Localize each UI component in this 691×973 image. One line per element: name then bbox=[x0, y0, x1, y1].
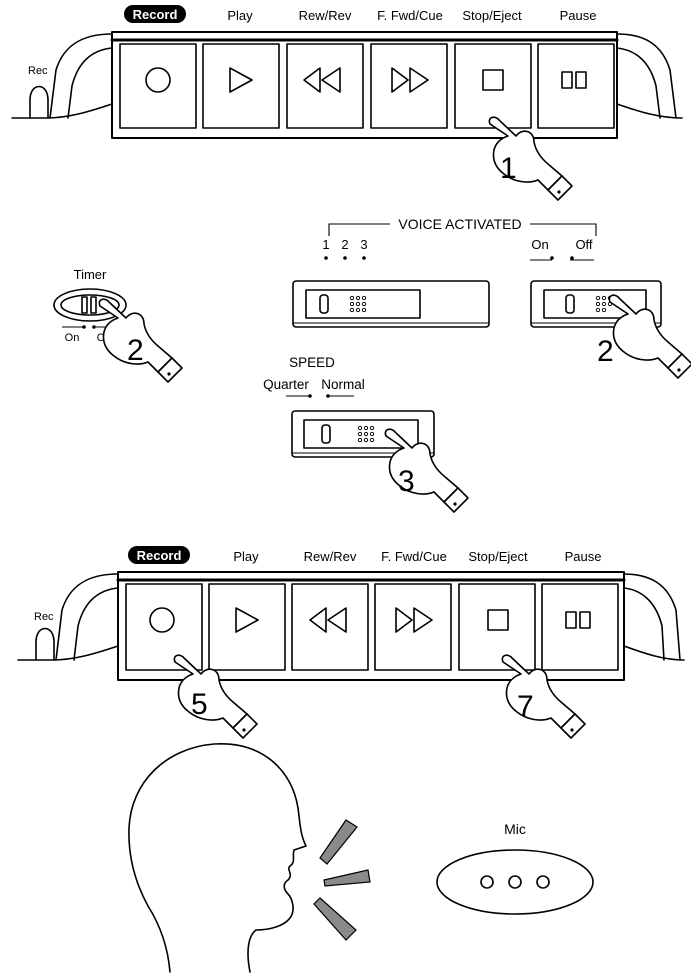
ffwd-cue-button[interactable] bbox=[374, 583, 452, 671]
stop-eject-label: Stop/Eject bbox=[468, 549, 528, 564]
step-3-number: 3 bbox=[398, 465, 415, 498]
voice-on-label: On bbox=[531, 237, 548, 252]
ffwd-cue-label: F. Fwd/Cue bbox=[377, 8, 443, 23]
pause-button[interactable] bbox=[541, 583, 619, 671]
speed-title: SPEED bbox=[289, 355, 335, 370]
stop-eject-button[interactable] bbox=[458, 583, 536, 671]
pause-icon bbox=[565, 611, 577, 629]
mic-section: Mic bbox=[436, 821, 594, 915]
ffwd-cue-button[interactable] bbox=[370, 43, 448, 129]
speed-normal-label: Normal bbox=[321, 377, 365, 392]
ffwd-cue-label: F. Fwd/Cue bbox=[381, 549, 447, 564]
voice-activated-section: VOICE ACTIVATED 1 2 3 On Off bbox=[292, 216, 691, 379]
play-label: Play bbox=[233, 549, 259, 564]
step-2-number-voice: 2 bbox=[597, 335, 614, 368]
stop-icon bbox=[482, 69, 504, 91]
step-5-number: 5 bbox=[191, 688, 208, 721]
speaking-head-illustration bbox=[128, 743, 371, 973]
head-profile-icon bbox=[128, 743, 307, 973]
speed-section: SPEED Quarter Normal 3 bbox=[263, 355, 469, 513]
hand-pointer-icon bbox=[173, 654, 258, 739]
step-7-number: 7 bbox=[517, 690, 534, 723]
stop-eject-label: Stop/Eject bbox=[462, 8, 522, 23]
record-badge-label: Record bbox=[133, 7, 178, 22]
sound-wave-icon bbox=[319, 819, 358, 865]
rew-rev-label: Rew/Rev bbox=[304, 549, 357, 564]
step-2-number-timer: 2 bbox=[127, 334, 144, 367]
sound-wave-icon bbox=[323, 869, 371, 887]
voice-off-label: Off bbox=[575, 237, 592, 252]
rew-rev-label: Rew/Rev bbox=[299, 8, 352, 23]
play-button[interactable] bbox=[202, 43, 280, 129]
rew-rev-button[interactable] bbox=[286, 43, 364, 129]
stop-eject-button[interactable] bbox=[454, 43, 532, 129]
level-2-label: 2 bbox=[341, 237, 348, 252]
microphone-icon bbox=[436, 849, 594, 915]
level-1-label: 1 bbox=[322, 237, 329, 252]
record-badge bbox=[124, 5, 186, 23]
voice-level-switch[interactable] bbox=[292, 280, 490, 328]
hand-pointer-icon bbox=[608, 294, 691, 379]
record-button[interactable] bbox=[125, 583, 203, 671]
timer-title: Timer bbox=[74, 267, 107, 282]
pause-label: Pause bbox=[565, 549, 602, 564]
level-3-label: 3 bbox=[360, 237, 367, 252]
rewind-icon bbox=[309, 607, 347, 633]
play-icon bbox=[229, 67, 253, 93]
speed-quarter-label: Quarter bbox=[263, 377, 309, 392]
play-label: Play bbox=[227, 8, 253, 23]
sound-wave-icon bbox=[313, 897, 357, 941]
timer-section: Timer On Off 2 bbox=[53, 267, 183, 383]
record-button[interactable] bbox=[119, 43, 197, 129]
cassette-deck-top: Record Play Rew/Rev F. Fwd/Cue Stop/Ejec… bbox=[11, 5, 683, 201]
pause-label: Pause bbox=[560, 8, 597, 23]
pause-button[interactable] bbox=[537, 43, 615, 129]
play-icon bbox=[235, 607, 259, 633]
rew-rev-button[interactable] bbox=[291, 583, 369, 671]
timer-on-label: On bbox=[65, 332, 80, 344]
fast-forward-icon bbox=[391, 67, 429, 93]
rec-label: Rec bbox=[34, 611, 54, 623]
pause-icon bbox=[561, 71, 573, 89]
record-icon bbox=[145, 67, 171, 93]
play-button[interactable] bbox=[208, 583, 286, 671]
hand-pointer-icon bbox=[501, 654, 586, 739]
cassette-deck-bottom: Record Play Rew/Rev F. Fwd/Cue Stop/Ejec… bbox=[17, 546, 685, 739]
rewind-icon bbox=[303, 67, 341, 93]
rec-label: Rec bbox=[28, 65, 48, 77]
voice-activated-title: VOICE ACTIVATED bbox=[398, 216, 521, 232]
stop-icon bbox=[487, 609, 509, 631]
mic-label: Mic bbox=[504, 821, 526, 837]
record-badge-label: Record bbox=[137, 548, 182, 563]
timer-switch[interactable] bbox=[53, 288, 127, 322]
record-badge bbox=[128, 546, 190, 564]
step-1-number: 1 bbox=[500, 152, 517, 185]
fast-forward-icon bbox=[395, 607, 433, 633]
record-icon bbox=[149, 607, 175, 633]
